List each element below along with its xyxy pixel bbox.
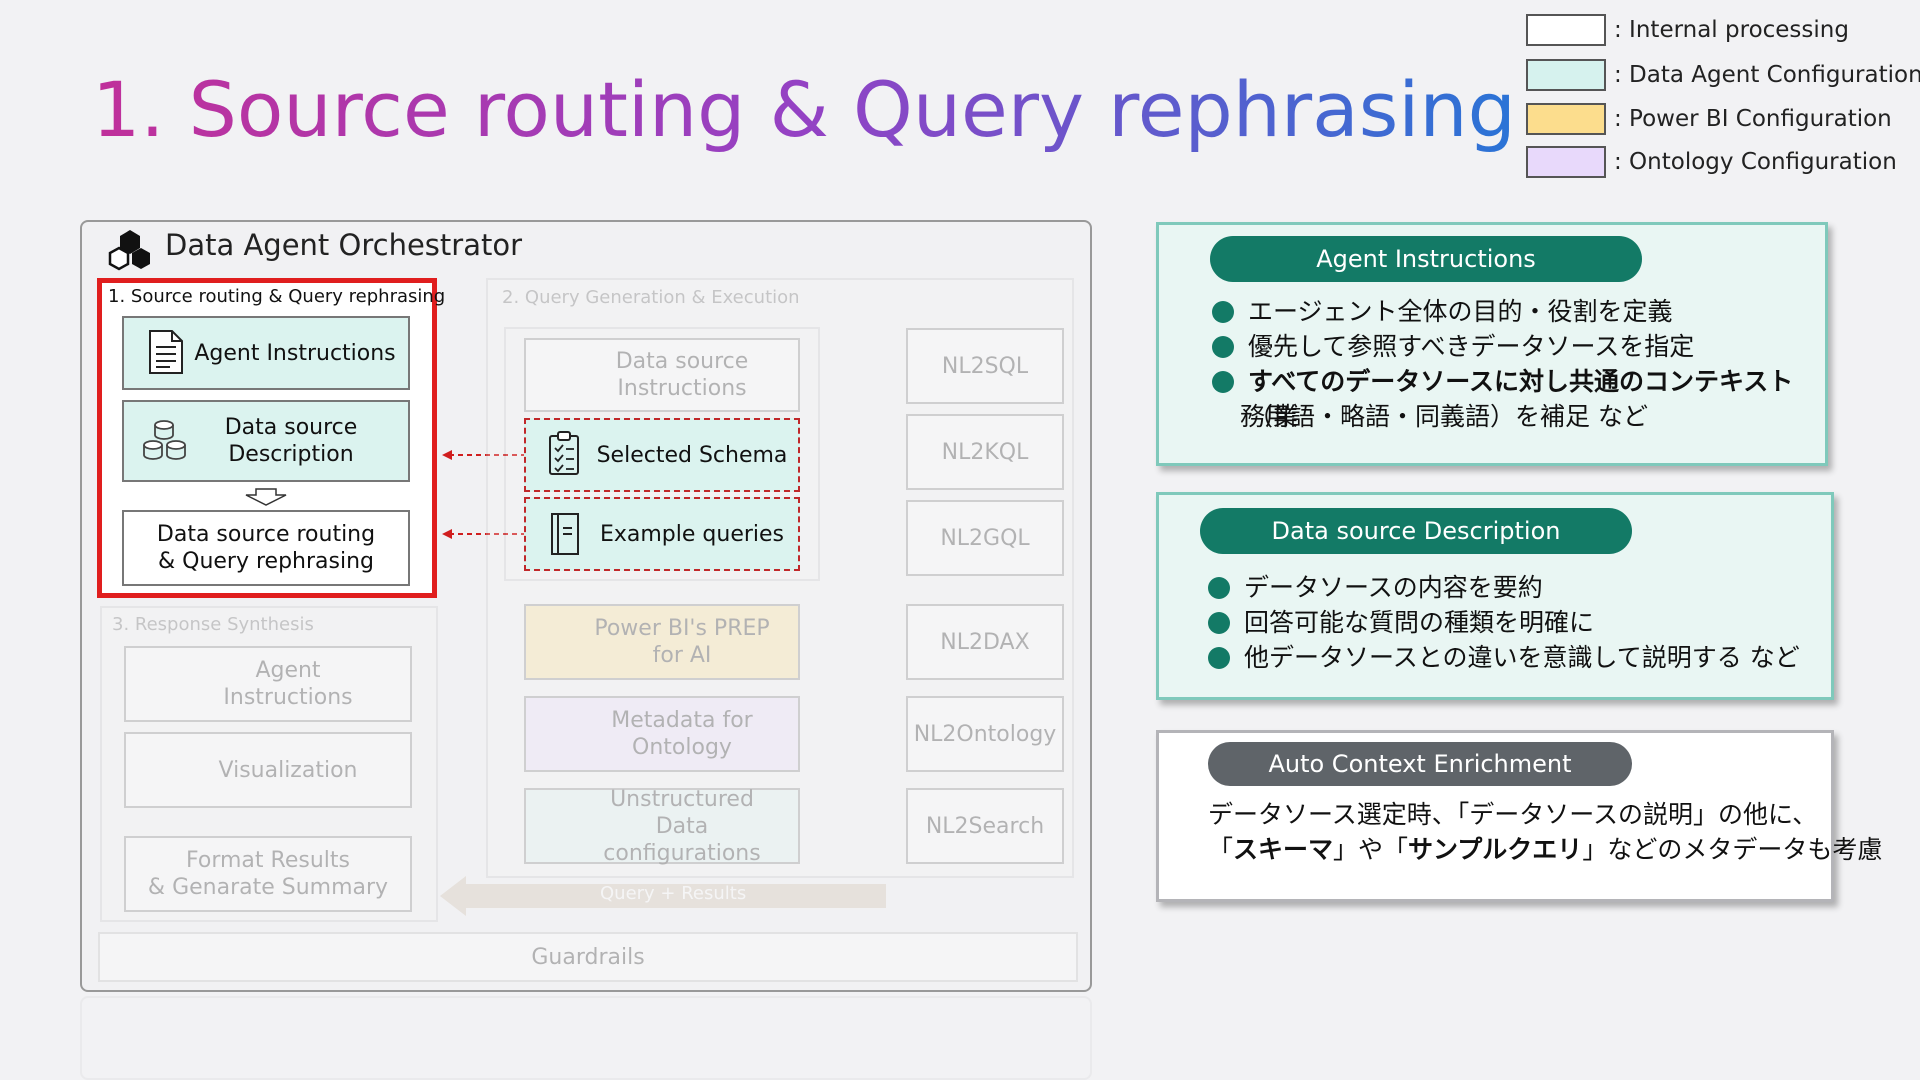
bullet-text: （業: [1248, 402, 1299, 431]
query-results-arrow: [440, 876, 886, 916]
legend-swatch: [1526, 14, 1606, 46]
orchestrator-title: Data Agent Orchestrator: [165, 228, 523, 262]
synth-agent-instructions-label: Agent Instructions: [223, 658, 353, 710]
synth-agent-instructions-box: Agent Instructions: [124, 646, 412, 722]
example-queries-label: Example queries: [599, 521, 785, 547]
auto-context-line1: データソース選定時、「データソースの説明」の他に、: [1208, 800, 1818, 829]
unstructured-config-label: Unstructured Data configurations: [603, 786, 761, 866]
legend-swatch: [1526, 59, 1606, 91]
section-response-synthesis-title: 3. Response Synthesis: [112, 614, 314, 635]
powerbi-prep-box: Power BI's PREP for AI: [524, 604, 800, 680]
section-source-routing-title: 1. Source routing & Query rephrasing: [108, 286, 446, 307]
nl2sql-label: NL2SQL: [941, 353, 1029, 379]
nl2kql-box: NL2KQL: [906, 414, 1064, 490]
legend-swatch: [1526, 146, 1606, 178]
database-icon: [143, 420, 186, 460]
auto-context-line2: 「スキーマ」や「サンプルクエリ」などのメタデータも考慮: [1208, 832, 1882, 867]
bold-fragment: サンプルクエリ: [1408, 835, 1583, 864]
selected-schema-label: Selected Schema: [596, 442, 788, 468]
data-source-description-bullets: データソースの内容を要約 回答可能な質問の種類を明確に 他データソースとの違いを…: [1206, 570, 1816, 675]
guardrails-label: Guardrails: [531, 944, 645, 970]
connector-arrows: [442, 450, 526, 539]
selected-schema-box: Selected Schema: [524, 418, 800, 492]
agent-instructions-pill: Agent Instructions: [1210, 236, 1642, 282]
section-query-generation-title: 2. Query Generation & Execution: [502, 287, 800, 308]
metadata-ontology-label: Metadata for Ontology: [611, 708, 753, 760]
bold-fragment: スキーマ: [1233, 835, 1334, 864]
nl2gql-box: NL2GQL: [906, 500, 1064, 576]
legend-label: : Internal processing: [1614, 17, 1849, 43]
orchestrator-reflection: [80, 996, 1092, 1080]
clipboard-checklist-icon: [549, 431, 579, 475]
auto-context-text: データソース選定時、「データソースの説明」の他に、 「スキーマ」や「サンプルクエ…: [1208, 797, 1882, 867]
down-arrow-icon: [245, 488, 287, 506]
routing-rephrasing-box: Data source routing & Query rephrasing: [122, 510, 410, 586]
routing-line1: Data source routing: [156, 522, 376, 547]
nl2ontology-label: NL2Ontology: [913, 721, 1057, 747]
section-query-generation: [486, 278, 1074, 878]
legend-item-data-agent: : Data Agent Configuration: [1526, 59, 1920, 91]
format-results-line1: Format Results: [186, 848, 350, 873]
legend-item-powerbi: : Power BI Configuration: [1526, 103, 1892, 135]
nl2search-box: NL2Search: [906, 788, 1064, 864]
format-results-line2: & Genarate Summary: [147, 875, 389, 900]
data-source-description-pill: Data source Description: [1200, 508, 1632, 554]
legend-item-ontology: : Ontology Configuration: [1526, 146, 1897, 178]
nl2ontology-box: NL2Ontology: [906, 696, 1064, 772]
list-item: 他データソースとの違いを意識して説明する など: [1206, 640, 1816, 675]
guardrails-bar: Guardrails: [98, 932, 1078, 982]
list-item: 回答可能な質問の種類を明確に: [1206, 605, 1816, 640]
list-item: エージェント全体の目的・役割を定義: [1210, 294, 1810, 329]
list-item: データソースの内容を要約: [1206, 570, 1816, 605]
ds-instructions-label: Data source Instructions: [615, 349, 749, 401]
legend-label: : Data Agent Configuration: [1614, 62, 1920, 88]
legend-label: : Ontology Configuration: [1614, 149, 1897, 175]
hexagon-cluster-icon: [108, 230, 150, 271]
list-item: 優先して参照すべきデータソースを指定: [1210, 329, 1810, 364]
document-icon: [149, 330, 183, 374]
legend-label: : Power BI Configuration: [1614, 106, 1892, 132]
query-results-label: Query + Results: [600, 883, 747, 904]
nl2gql-label: NL2GQL: [940, 525, 1030, 551]
list-item: すべてのデータソースに対し共通のコンテキスト （業: [1210, 364, 1810, 434]
document-icon: [551, 513, 579, 555]
nl2sql-box: NL2SQL: [906, 328, 1064, 404]
visualization-label: Visualization: [218, 757, 358, 783]
bullet-bold-text: すべてのデータソースに対し共通のコンテキスト: [1248, 367, 1794, 396]
data-source-description-box: Data source Description: [122, 400, 410, 482]
auto-context-pill: Auto Context Enrichment: [1208, 742, 1632, 786]
unstructured-config-box: Unstructured Data configurations: [524, 786, 800, 866]
text-fragment: 」や「: [1333, 835, 1409, 864]
nl2search-label: NL2Search: [925, 813, 1045, 839]
page-title: 1. Source routing & Query rephrasing: [92, 62, 1516, 158]
metadata-ontology-box: Metadata for Ontology: [524, 696, 800, 772]
nl2dax-label: NL2DAX: [940, 629, 1030, 655]
data-source-description-label: Data source Description: [224, 415, 358, 467]
section-response-synthesis: [100, 606, 438, 922]
legend-swatch: [1526, 103, 1606, 135]
ds-instructions-box: Data source Instructions: [524, 338, 800, 412]
legend-item-internal: : Internal processing: [1526, 14, 1849, 46]
agent-instructions-bullets: エージェント全体の目的・役割を定義 優先して参照すべきデータソースを指定 すべて…: [1210, 294, 1810, 434]
routing-line2: & Query rephrasing: [157, 549, 374, 574]
powerbi-prep-label: Power BI's PREP for AI: [594, 616, 770, 668]
visualization-box: Visualization: [124, 732, 412, 808]
format-results-box: Format Results & Genarate Summary: [124, 836, 412, 912]
nl2kql-label: NL2KQL: [941, 439, 1029, 465]
text-fragment: 「: [1208, 835, 1234, 864]
nl2dax-box: NL2DAX: [906, 604, 1064, 680]
text-fragment: 」などのメタデータも考慮: [1582, 835, 1883, 864]
bullet-continuation: 務用語・略語・同義語）を補足 など: [1240, 402, 1648, 431]
agent-instructions-label: Agent Instructions: [194, 340, 396, 366]
